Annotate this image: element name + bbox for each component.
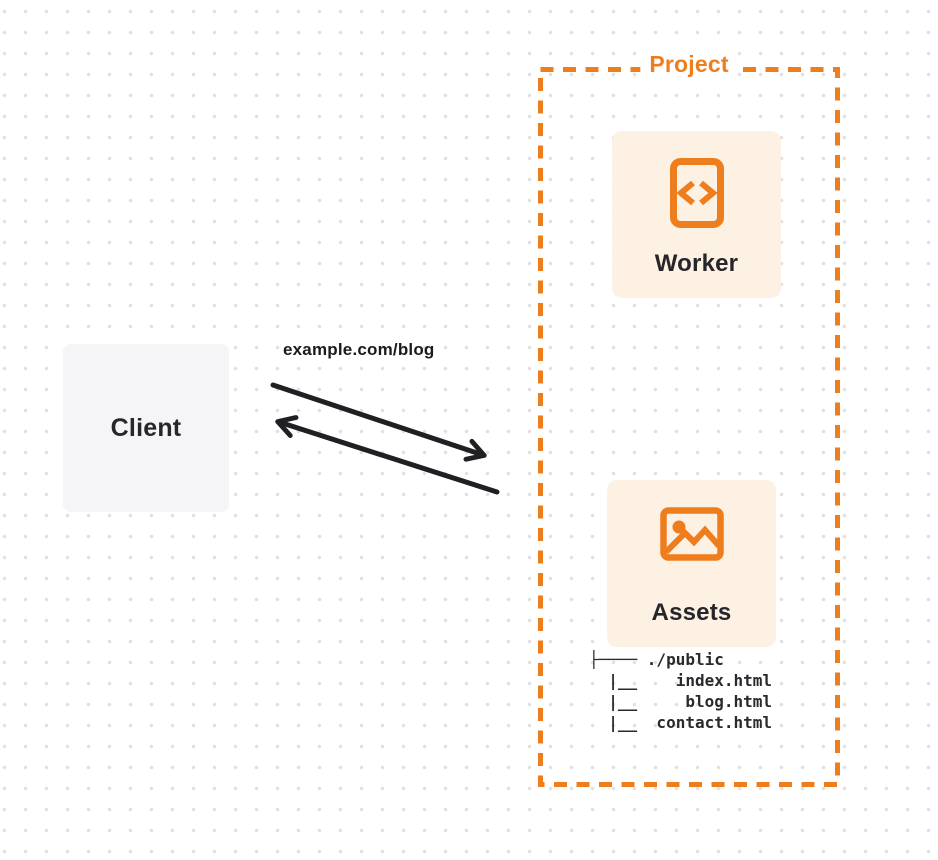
request-url-label: example.com/blog [283,340,435,359]
assets-card: Assets [607,480,776,647]
worker-label: Worker [654,250,739,277]
worker-card: Worker [612,131,781,298]
project-container: Project [538,51,840,787]
response-arrow [275,415,500,495]
request-arrow [270,382,487,462]
code-file-icon [669,158,724,228]
assets-label: Assets [651,599,732,626]
project-dashed-border [538,67,840,787]
project-label: Project [640,51,738,78]
client-label: Client [110,413,182,442]
image-icon [659,507,724,561]
request-response-arrows [270,382,500,495]
assets-file-tree: ├──── ./public |__ index.html |__ blog.h… [589,650,773,732]
client-box: Client [63,344,229,512]
